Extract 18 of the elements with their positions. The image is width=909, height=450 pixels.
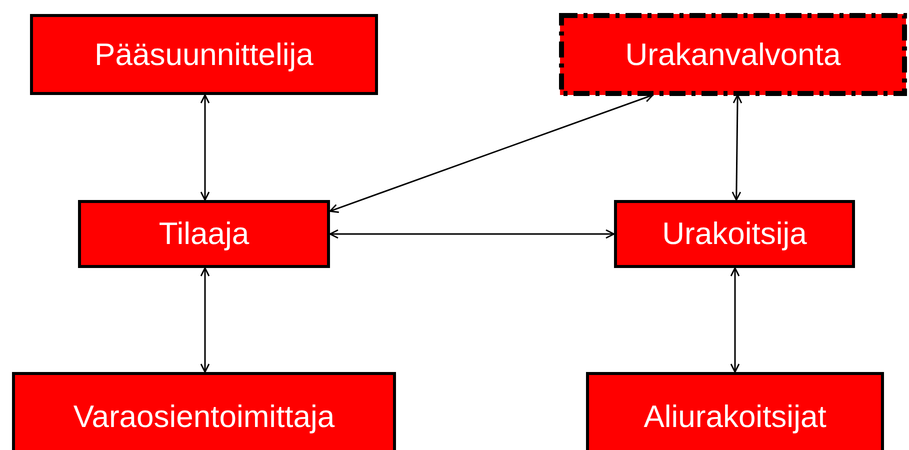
double-arrow: [329, 93, 654, 213]
box-label: Urakanvalvonta: [625, 36, 841, 72]
process-box: [78, 200, 330, 268]
process-box: [560, 14, 906, 95]
double-arrow: [732, 94, 742, 201]
box-label: Tilaaja: [158, 216, 250, 252]
box-label: Pääsuunnittelija: [94, 36, 314, 72]
process-box: [586, 372, 884, 450]
process-box: [30, 14, 378, 95]
process-box: [12, 372, 396, 450]
box-label: Aliurakoitsijat: [644, 399, 826, 435]
double-arrow: [730, 267, 740, 373]
double-arrow: [200, 267, 210, 373]
box-label: Urakoitsija: [662, 216, 807, 252]
box-label: Varaosientoimittaja: [73, 399, 335, 435]
double-arrow: [200, 94, 210, 201]
process-box: [614, 200, 855, 268]
double-arrow: [329, 229, 615, 239]
